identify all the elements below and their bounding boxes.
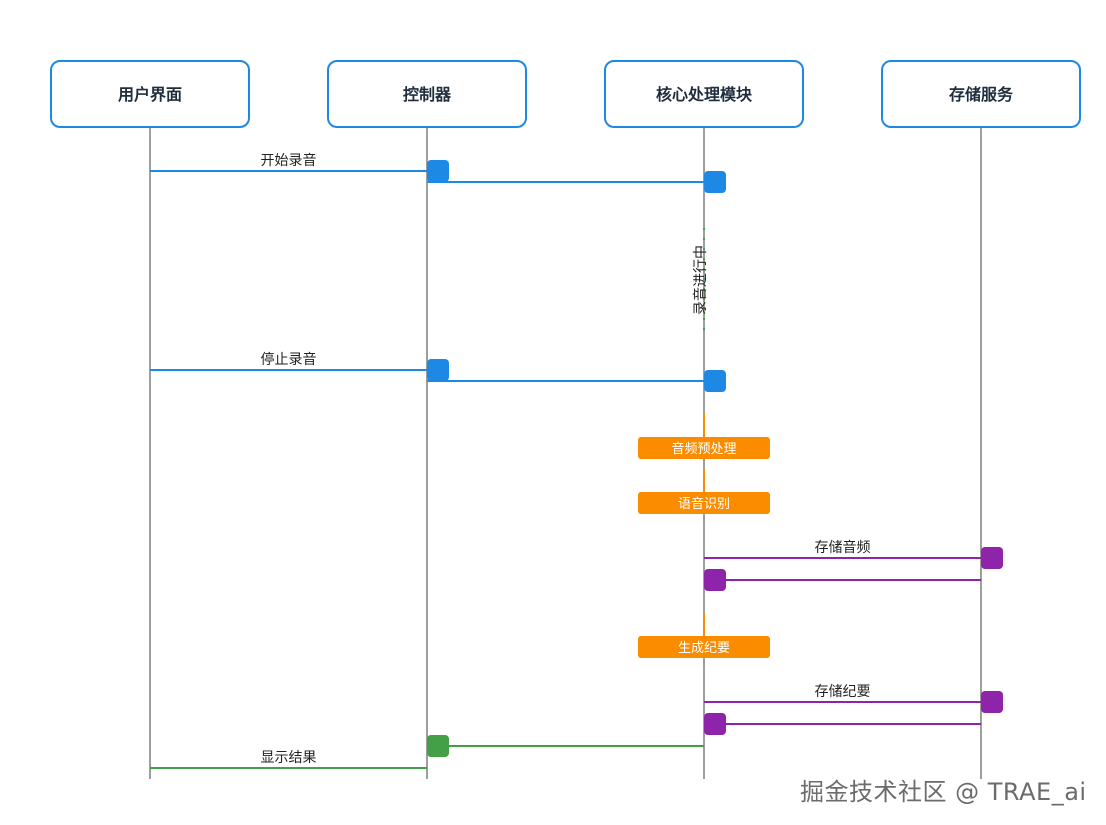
message-label: 存储纪要 xyxy=(815,684,871,700)
message xyxy=(427,735,704,757)
activation-box xyxy=(981,691,1003,713)
actor-core: 核心处理模块 xyxy=(604,60,804,128)
message: 存储纪要 xyxy=(704,684,1003,713)
activation-box xyxy=(704,171,726,193)
process-note: 生成纪要 xyxy=(638,613,770,658)
actor-store: 存储服务 xyxy=(881,60,1081,128)
actor-box xyxy=(50,60,250,128)
actor-box xyxy=(881,60,1081,128)
message: 开始录音 xyxy=(150,152,449,182)
vertical-note-label: 录音进行中 xyxy=(692,245,709,315)
message-label: 开始录音 xyxy=(261,152,317,169)
message-label: 显示结果 xyxy=(261,750,317,766)
process-note-label: 语音识别 xyxy=(678,496,730,512)
process-note-box xyxy=(638,437,770,459)
message xyxy=(704,569,981,591)
message: 存储音频 xyxy=(704,539,1003,569)
process-note-label: 生成纪要 xyxy=(678,641,730,656)
actor-label: 存储服务 xyxy=(949,85,1014,104)
message xyxy=(427,171,726,193)
message-label: 停止录音 xyxy=(261,351,317,368)
actor-box xyxy=(327,60,527,128)
message: 显示结果 xyxy=(150,750,427,769)
actor-ui: 用户界面 xyxy=(50,60,250,128)
activation-box xyxy=(427,359,449,381)
lifelines xyxy=(149,127,982,779)
actor-label: 用户界面 xyxy=(118,85,182,104)
process-note-box xyxy=(638,492,770,514)
message xyxy=(427,370,726,392)
activation-box xyxy=(981,547,1003,569)
process-note-box xyxy=(638,636,770,658)
actor-headers: 用户界面 控制器 核心处理模块 存储服务 xyxy=(50,60,1081,128)
actor-ctrl: 控制器 xyxy=(327,60,527,128)
activation-box xyxy=(427,160,449,182)
message-label: 存储音频 xyxy=(815,539,871,556)
actor-label: 核心处理模块 xyxy=(656,85,753,104)
message xyxy=(704,713,981,735)
process-note: 语音识别 xyxy=(638,469,770,514)
activation-box xyxy=(704,569,726,591)
activation-box xyxy=(704,713,726,735)
activation-box xyxy=(427,735,449,757)
vertical-note: 录音进行中 xyxy=(692,228,709,330)
activation-box xyxy=(704,370,726,392)
watermark: 掘金技术社区 @ TRAE_ai xyxy=(800,778,1087,806)
process-note: 音频预处理 xyxy=(638,414,770,459)
actor-label: 控制器 xyxy=(403,85,452,104)
actor-box xyxy=(604,60,804,128)
process-note-label: 音频预处理 xyxy=(671,441,736,457)
message: 停止录音 xyxy=(150,351,449,381)
